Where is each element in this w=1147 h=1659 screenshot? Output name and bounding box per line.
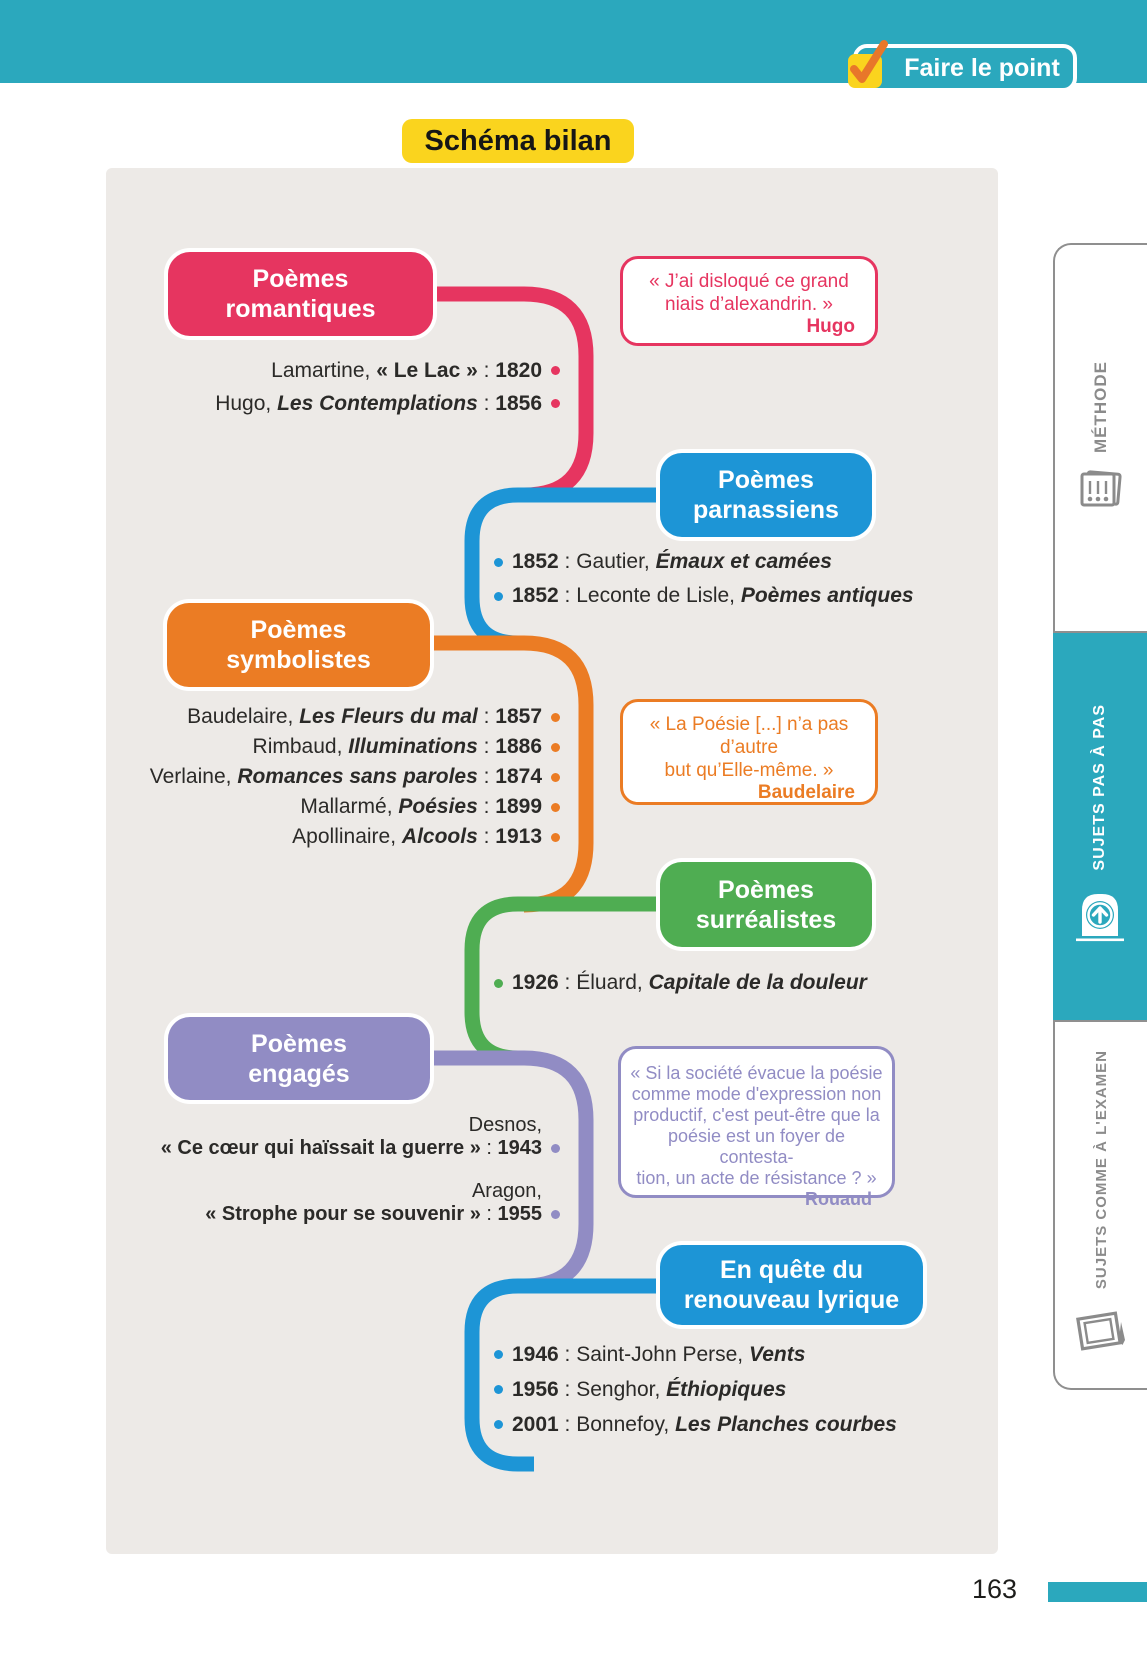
timeline-entry: Apollinaire, Alcools : 1913 <box>100 822 560 852</box>
entries-surrealistes: 1926 : Éluard, Capitale de la douleur <box>494 968 934 998</box>
entry-text: Lamartine, « Le Lac » : 1820 <box>271 358 542 382</box>
timeline-entry: Mallarmé, Poésies : 1899 <box>100 792 560 822</box>
node-poemes-surrealistes: Poèmes surréalistes <box>660 862 872 947</box>
entry-text: Baudelaire, Les Fleurs du mal : 1857 <box>187 705 542 728</box>
node-poemes-romantiques: Poèmes romantiques <box>168 252 433 336</box>
entries-engages-2: Aragon, « Strophe pour se souvenir » : 1… <box>120 1180 560 1226</box>
tab-methode[interactable]: MÉTHODE <box>1053 243 1147 633</box>
quote-author: Rouaud <box>805 1189 872 1209</box>
entry-bullet <box>551 399 560 408</box>
timeline-entry: Baudelaire, Les Fleurs du mal : 1857 <box>100 702 560 732</box>
footer-bar <box>1048 1582 1147 1602</box>
timeline-entry: « Strophe pour se souvenir » : 1955 <box>120 1203 560 1226</box>
entry-bullet <box>494 1385 503 1394</box>
quote-text: « J’ai disloqué ce grand niais d’alexand… <box>649 271 849 315</box>
timeline-entry: Rimbaud, Illuminations : 1886 <box>100 732 560 762</box>
entries-renouveau: 1946 : Saint-John Perse, Vents 1956 : Se… <box>494 1337 954 1442</box>
timeline-entry: 1926 : Éluard, Capitale de la douleur <box>494 968 934 998</box>
tab-methode-label: MÉTHODE <box>1091 360 1110 453</box>
entry-bullet <box>494 1420 503 1429</box>
timeline-entry: 2001 : Bonnefoy, Les Planches courbes <box>494 1407 954 1442</box>
node-renouveau-lyrique: En quête du renouveau lyrique <box>660 1245 923 1325</box>
tab-sujets-comme-a-lexamen-label: SUJETS COMME À L'EXAMEN <box>1092 1050 1110 1290</box>
entries-romantiques: Lamartine, « Le Lac » : 1820 Hugo, Les C… <box>120 354 560 420</box>
node-poemes-parnassiens: Poèmes parnassiens <box>660 453 872 537</box>
entry-text: « Ce cœur qui haïssait la guerre » : 194… <box>160 1137 542 1159</box>
timeline-entry: 1946 : Saint-John Perse, Vents <box>494 1337 954 1372</box>
entry-bullet <box>551 1210 560 1219</box>
tab-sujets-pas-a-pas-label: SUJETS PAS À PAS <box>1091 703 1108 871</box>
timeline-entry: Desnos, <box>120 1114 560 1137</box>
timeline-entry: « Ce cœur qui haïssait la guerre » : 194… <box>120 1137 560 1160</box>
entry-text: 1956 : Senghor, Éthiopiques <box>512 1377 787 1401</box>
entry-bullet <box>551 366 560 375</box>
node-title: Poèmes romantiques <box>225 265 376 323</box>
timeline-entry: Verlaine, Romances sans paroles : 1874 <box>100 762 560 792</box>
timeline-entry: Hugo, Les Contemplations : 1856 <box>120 387 560 420</box>
method-booklet-icon <box>1078 469 1124 516</box>
node-poemes-engages: Poèmes engagés <box>168 1017 430 1100</box>
node-poemes-symbolistes: Poèmes symbolistes <box>167 603 430 687</box>
node-title: Poèmes surréalistes <box>695 875 837 934</box>
quote-hugo: « J’ai disloqué ce grand niais d’alexand… <box>620 256 878 346</box>
faire-le-point-label: Faire le point <box>904 53 1060 82</box>
tab-sujets-pas-a-pas[interactable]: SUJETS PAS À PAS <box>1053 633 1147 1020</box>
node-title: En quête du renouveau lyrique <box>683 1256 900 1314</box>
entry-text: 1926 : Éluard, Capitale de la douleur <box>512 971 867 994</box>
entries-symbolistes: Baudelaire, Les Fleurs du mal : 1857 Rim… <box>100 702 560 852</box>
page-title: Schéma bilan <box>402 119 634 163</box>
entry-bullet <box>494 978 503 988</box>
entry-text: Rimbaud, Illuminations : 1886 <box>252 735 542 758</box>
node-title: Poèmes symbolistes <box>226 616 371 674</box>
entry-bullet <box>494 591 503 601</box>
entry-text: 1946 : Saint-John Perse, Vents <box>512 1342 806 1366</box>
timeline-entry: 1956 : Senghor, Éthiopiques <box>494 1372 954 1407</box>
quote-text: « Si la société évacue la poésie comme m… <box>630 1063 883 1188</box>
entry-bullet <box>551 712 560 722</box>
node-title: Poèmes parnassiens <box>693 466 839 524</box>
entry-text: 1852 : Gautier, Émaux et camées <box>512 550 832 573</box>
quote-author: Hugo <box>806 316 855 337</box>
entry-bullet <box>551 832 560 842</box>
entry-bullet <box>551 1144 560 1153</box>
page-number: 163 <box>972 1574 1018 1604</box>
timeline-entry: Aragon, <box>120 1180 560 1203</box>
timeline-entry: 1852 : Gautier, Émaux et camées <box>494 545 964 579</box>
entries-parnassiens: 1852 : Gautier, Émaux et camées 1852 : L… <box>494 545 964 613</box>
entry-bullet <box>551 742 560 752</box>
entry-bullet <box>551 772 560 782</box>
entry-text: Mallarmé, Poésies : 1899 <box>300 795 542 818</box>
exam-sheet-icon <box>1072 1306 1130 1360</box>
entries-engages-1: Desnos, « Ce cœur qui haïssait la guerre… <box>120 1114 560 1160</box>
entry-text: 2001 : Bonnefoy, Les Planches courbes <box>512 1412 897 1436</box>
entry-bullet <box>494 557 503 567</box>
entry-text: Desnos, <box>468 1114 542 1136</box>
entry-bullet <box>551 802 560 812</box>
quote-baudelaire: « La Poésie [...] n’a pas d’autre but qu… <box>620 699 878 805</box>
entry-text: Verlaine, Romances sans paroles : 1874 <box>149 765 542 788</box>
tab-sujets-comme-a-lexamen[interactable]: SUJETS COMME À L'EXAMEN <box>1053 1020 1147 1390</box>
node-title: Poèmes engagés <box>248 1029 350 1088</box>
quote-author: Baudelaire <box>757 782 855 803</box>
timeline-entry: Lamartine, « Le Lac » : 1820 <box>120 354 560 387</box>
step-arrow-icon <box>1073 886 1127 949</box>
timeline-entry: 1852 : Leconte de Lisle, Poèmes antiques <box>494 579 964 613</box>
entry-bullet <box>494 1350 503 1359</box>
entry-text: Apollinaire, Alcools : 1913 <box>292 825 542 848</box>
quote-text: « La Poésie [...] n’a pas d’autre but qu… <box>649 714 849 781</box>
entry-text: 1852 : Leconte de Lisle, Poèmes antiques <box>512 584 914 607</box>
entry-text: « Strophe pour se souvenir » : 1955 <box>205 1203 542 1225</box>
entry-text: Hugo, Les Contemplations : 1856 <box>215 391 542 415</box>
check-icon <box>840 36 888 97</box>
faire-le-point-badge[interactable]: Faire le point <box>853 44 1077 92</box>
entry-text: Aragon, <box>471 1180 542 1202</box>
quote-rouaud: « Si la société évacue la poésie comme m… <box>618 1046 895 1209</box>
